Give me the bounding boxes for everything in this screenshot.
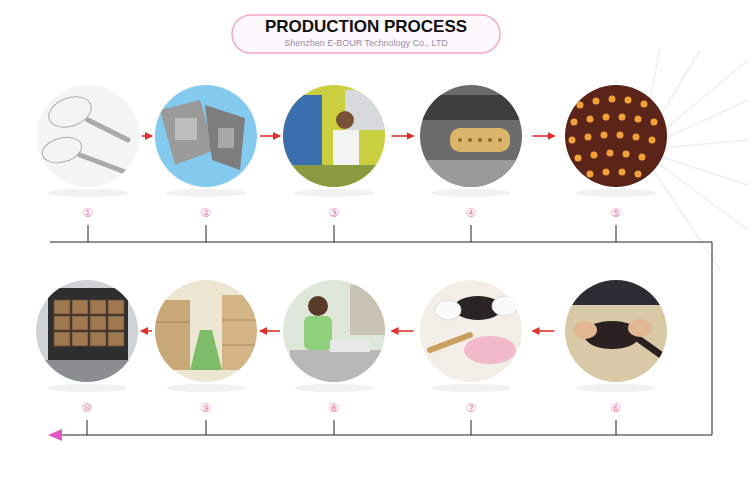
- step-number: ⑤: [565, 206, 667, 220]
- process-step: ①: [37, 85, 139, 220]
- process-step: ⑩: [36, 280, 138, 415]
- photo-circle: [420, 85, 522, 187]
- flow-arrow: [260, 135, 280, 137]
- flow-arrow: [142, 135, 152, 137]
- flow-arrow: [260, 330, 280, 332]
- photo-circle: [420, 280, 522, 382]
- step-number: ⑦: [420, 401, 522, 415]
- title-text: PRODUCTION PROCESS: [232, 17, 500, 37]
- packing-photo: [280, 275, 400, 395]
- photo-circle: [37, 85, 139, 187]
- step-number: ⑩: [36, 401, 138, 415]
- process-step: ④: [420, 85, 522, 220]
- truck-photo: [30, 275, 150, 395]
- title-block: PRODUCTION PROCESSShenzhen E-BOUR Techno…: [232, 17, 500, 49]
- process-step: ②: [155, 85, 257, 220]
- warehouse-photo: [150, 275, 270, 395]
- photo-circle: [283, 85, 385, 187]
- step-number: ③: [283, 206, 385, 220]
- step-number: ①: [37, 206, 139, 220]
- mold-photo: [150, 80, 270, 200]
- title-pill: [232, 15, 500, 53]
- flow-line: [50, 225, 712, 435]
- pins-photo: [560, 80, 680, 200]
- photo-circle: [565, 280, 667, 382]
- subtitle-text: Shenzhen E-BOUR Technology Co., LTD: [232, 37, 500, 49]
- end-arrowhead: [48, 429, 62, 441]
- process-step: ⑧: [283, 280, 385, 415]
- inspection-photo: [415, 275, 535, 395]
- process-step: ⑥: [565, 280, 667, 415]
- process-step: ⑨: [155, 280, 257, 415]
- photo-circle: [155, 280, 257, 382]
- flow-arrow: [141, 330, 152, 332]
- step-number: ⑧: [283, 401, 385, 415]
- assembly-photo: [560, 275, 680, 395]
- step-number: ②: [155, 206, 257, 220]
- process-step: ⑤: [565, 85, 667, 220]
- photo-circle: [36, 280, 138, 382]
- drilling-machine-photo: [415, 80, 535, 200]
- process-step: ③: [283, 85, 385, 220]
- sketch-photo: [30, 80, 150, 200]
- process-step: ⑦: [420, 280, 522, 415]
- flow-arrow: [533, 330, 555, 332]
- photo-circle: [283, 280, 385, 382]
- flow-arrow: [392, 135, 414, 137]
- photo-circle: [565, 85, 667, 187]
- flow-arrow: [392, 330, 414, 332]
- molding-machine-photo: [280, 80, 400, 200]
- step-number: ⑨: [155, 401, 257, 415]
- step-number: ⑥: [565, 401, 667, 415]
- step-number: ④: [420, 206, 522, 220]
- flow-arrow: [533, 135, 555, 137]
- photo-circle: [155, 85, 257, 187]
